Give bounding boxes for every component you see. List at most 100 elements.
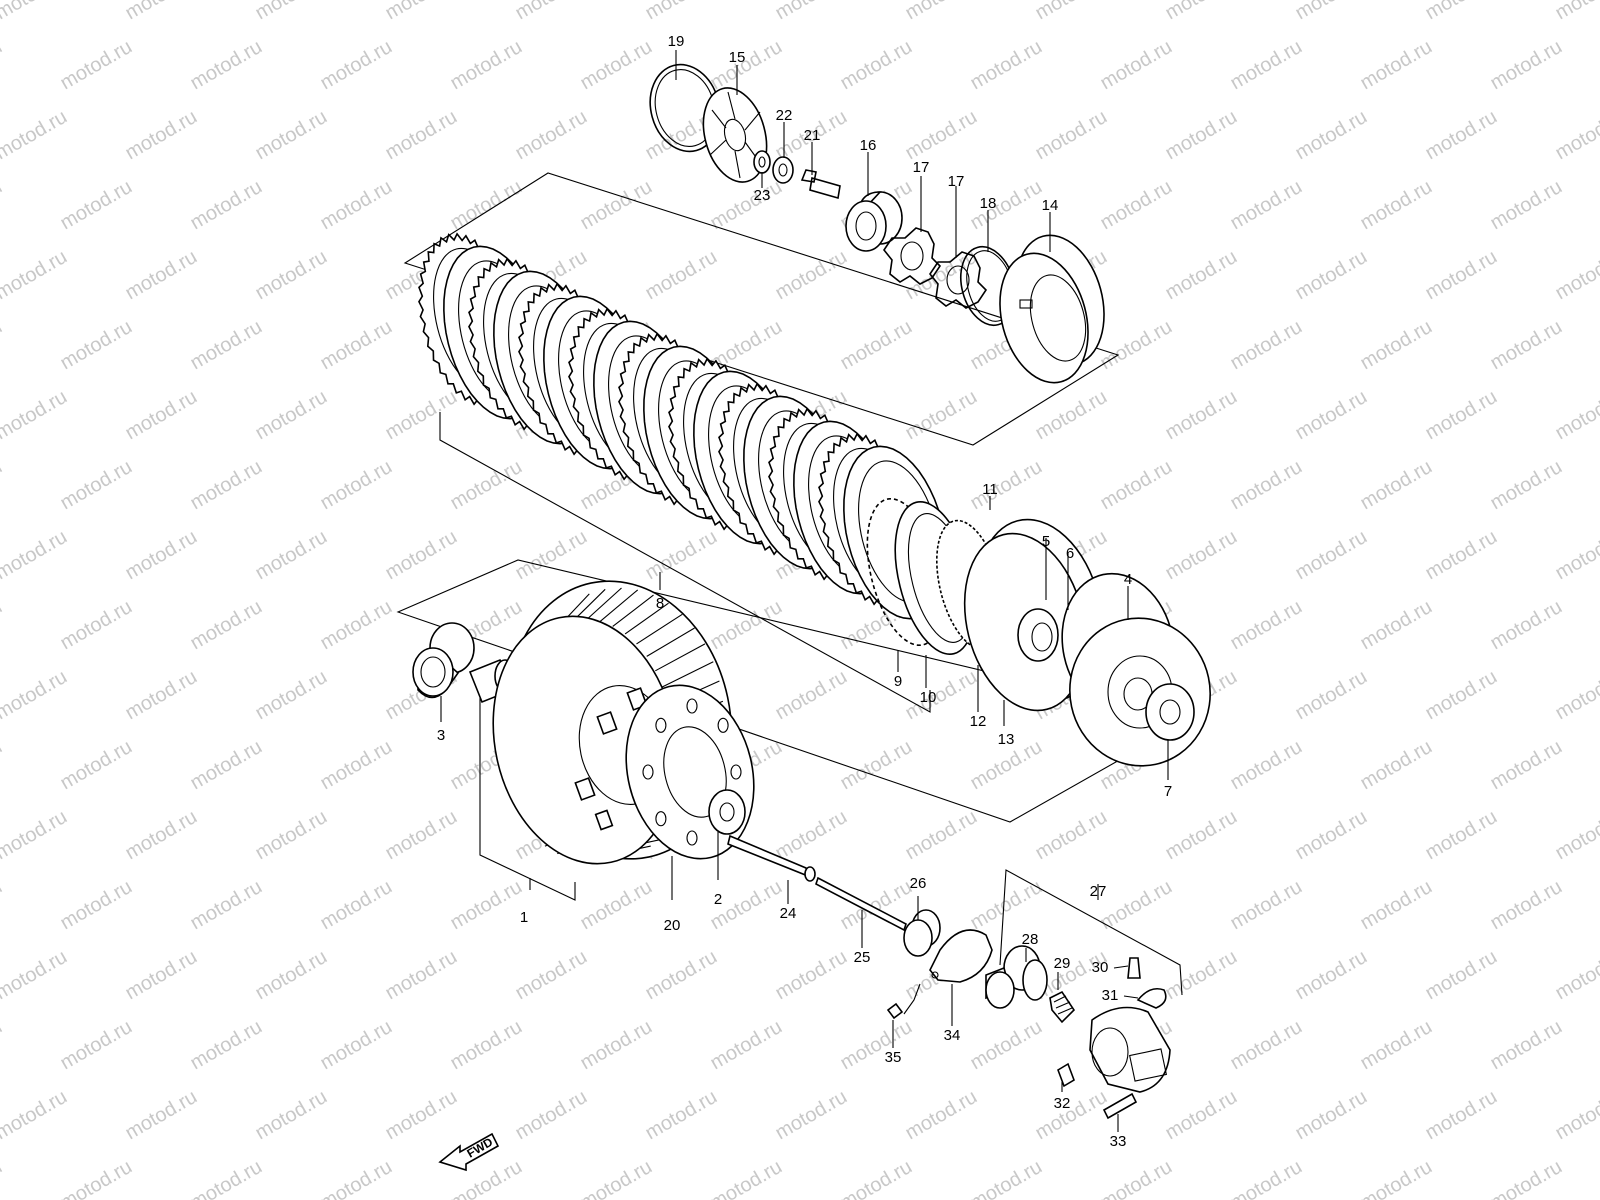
callout-24: 24	[780, 905, 797, 922]
callout-2: 2	[714, 891, 722, 908]
callout-9: 9	[894, 673, 902, 690]
callout-23: 23	[754, 187, 771, 204]
watermark-text: motod.ru	[902, 106, 981, 165]
gear-tooth-ridge	[655, 643, 706, 672]
watermark-text: motod.ru	[0, 316, 6, 375]
watermark-text: motod.ru	[57, 1156, 136, 1200]
bolt-35	[886, 1002, 904, 1020]
watermark-text: motod.ru	[0, 386, 71, 445]
watermark-text: motod.ru	[0, 946, 71, 1005]
watermark-text: motod.ru	[1422, 386, 1501, 445]
watermark-text: motod.ru	[0, 876, 6, 935]
watermark-text: motod.ru	[447, 176, 526, 235]
watermark-text: motod.ru	[1292, 106, 1371, 165]
callout-27: 27	[1090, 883, 1107, 900]
watermark-text: motod.ru	[772, 246, 851, 305]
watermark-text: motod.ru	[1097, 176, 1176, 235]
gear-hole	[655, 717, 667, 733]
watermark-text: motod.ru	[252, 806, 331, 865]
callout-32: 32	[1054, 1095, 1071, 1112]
watermark-text: motod.ru	[382, 0, 461, 24]
watermark-text: motod.ru	[1032, 106, 1111, 165]
callout-29: 29	[1054, 955, 1071, 972]
bleeder-valve-30	[1127, 957, 1141, 979]
watermark-text: motod.ru	[57, 596, 136, 655]
watermark-text: motod.ru	[1227, 176, 1306, 235]
gear-hole	[717, 717, 729, 733]
watermark-text: motod.ru	[837, 316, 916, 375]
gear-hole	[686, 830, 698, 846]
push-rod-piece-24-end	[804, 866, 816, 882]
callout-19: 19	[668, 33, 685, 50]
watermark-text: motod.ru	[252, 526, 331, 585]
watermark-text: motod.ru	[317, 1016, 396, 1075]
pressure-plate-15-hub	[723, 118, 747, 152]
watermark-text: motod.ru	[57, 36, 136, 95]
watermark-text: motod.ru	[1552, 666, 1600, 725]
watermark-text: motod.ru	[1162, 386, 1241, 445]
callout-31: 31	[1102, 987, 1119, 1004]
watermark-text: motod.ru	[252, 946, 331, 1005]
watermark-text: motod.ru	[1552, 806, 1600, 865]
callout-12: 12	[970, 713, 987, 730]
bolt-35-tail	[903, 983, 921, 1015]
watermark-text: motod.ru	[122, 946, 201, 1005]
watermark-text: motod.ru	[902, 806, 981, 865]
bleeder-cap-31	[1136, 987, 1167, 1009]
watermark-text: motod.ru	[252, 386, 331, 445]
watermark-text: motod.ru	[122, 666, 201, 725]
watermark-text: motod.ru	[0, 456, 6, 515]
watermark-text: motod.ru	[122, 0, 201, 24]
watermark-text: motod.ru	[1032, 386, 1111, 445]
watermark-text: motod.ru	[1032, 1086, 1111, 1145]
watermark-text: motod.ru	[902, 1086, 981, 1145]
watermark-text: motod.ru	[0, 176, 6, 235]
watermark-text: motod.ru	[1422, 246, 1501, 305]
callout-1: 1	[520, 909, 528, 926]
washer-7	[1145, 683, 1195, 741]
watermark-text: motod.ru	[1487, 36, 1566, 95]
watermark-text: motod.ru	[252, 246, 331, 305]
callout-13: 13	[998, 731, 1015, 748]
watermark-text: motod.ru	[512, 526, 591, 585]
watermark-text: motod.ru	[1162, 946, 1241, 1005]
callout-16: 16	[860, 137, 877, 154]
watermark-text: motod.ru	[1552, 1086, 1600, 1145]
watermark-text: motod.ru	[252, 0, 331, 24]
watermark-text: motod.ru	[967, 1156, 1046, 1200]
watermark-text: motod.ru	[1422, 806, 1501, 865]
watermark-text: motod.ru	[1487, 1156, 1566, 1200]
washer-23-hole	[758, 156, 766, 168]
watermark-text: motod.ru	[382, 1086, 461, 1145]
watermark-text: motod.ru	[967, 456, 1046, 515]
watermark-text: motod.ru	[0, 1156, 6, 1200]
callout-25: 25	[854, 949, 871, 966]
watermark-text: motod.ru	[1292, 0, 1371, 24]
watermark-text: motod.ru	[252, 1086, 331, 1145]
watermark-text: motod.ru	[0, 596, 6, 655]
watermark-text: motod.ru	[447, 456, 526, 515]
piston-28-front	[985, 971, 1015, 1009]
watermark-text: motod.ru	[122, 246, 201, 305]
watermark-text: motod.ru	[1227, 1016, 1306, 1075]
spring-washer-17b-bore	[946, 265, 970, 295]
callout-30: 30	[1092, 959, 1109, 976]
watermark-text: motod.ru	[577, 1016, 656, 1075]
watermark-text: motod.ru	[317, 36, 396, 95]
release-cylinder-group-27-bracket	[999, 869, 1183, 996]
watermark-text: motod.ru	[1162, 806, 1241, 865]
watermark-text: motod.ru	[1422, 526, 1501, 585]
callout-8: 8	[656, 595, 664, 612]
pressure-disc-13-bore	[1031, 622, 1053, 652]
watermark-text: motod.ru	[902, 386, 981, 445]
watermark-text: motod.ru	[317, 1156, 396, 1200]
watermark-text: motod.ru	[1162, 246, 1241, 305]
watermark-text: motod.ru	[1292, 946, 1371, 1005]
watermark-text: motod.ru	[1227, 316, 1306, 375]
watermark-text: motod.ru	[642, 0, 721, 24]
watermark-text: motod.ru	[0, 1016, 6, 1075]
washer-2	[708, 789, 746, 835]
watermark-text: motod.ru	[0, 106, 71, 165]
mount-bolt-33	[1102, 1092, 1138, 1120]
watermark-text: motod.ru	[317, 316, 396, 375]
